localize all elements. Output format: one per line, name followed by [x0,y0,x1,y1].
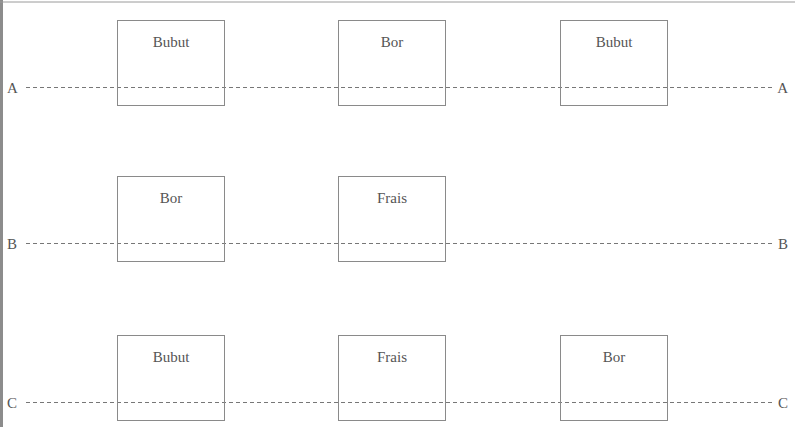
machine-name: Frais [377,348,407,366]
frame-border [0,0,3,427]
section-label: B [777,235,789,253]
section-label: B [6,235,18,253]
section-line [26,243,772,244]
machine-name: Bubut [153,348,190,366]
machine-box: Bor [117,176,225,262]
frame-border [0,2,795,3]
section-line [26,87,772,88]
section-label: C [6,394,18,412]
machine-name: Bor [160,189,183,207]
machine-box: Bor [560,335,668,421]
machine-box: Bubut [117,335,225,421]
machine-box: Frais [338,335,446,421]
machine-name: Bor [381,33,404,51]
machine-box: Bor [338,20,446,106]
section-label: A [776,79,789,97]
machine-box: Bubut [560,20,668,106]
machine-box: Bubut [117,20,225,106]
machine-name: Bubut [153,33,190,51]
machine-box: Frais [338,176,446,262]
section-label: C [777,394,789,412]
machine-name: Frais [377,189,407,207]
machine-name: Bor [603,348,626,366]
machine-name: Bubut [596,33,633,51]
section-label: A [6,79,19,97]
section-line [26,402,772,403]
